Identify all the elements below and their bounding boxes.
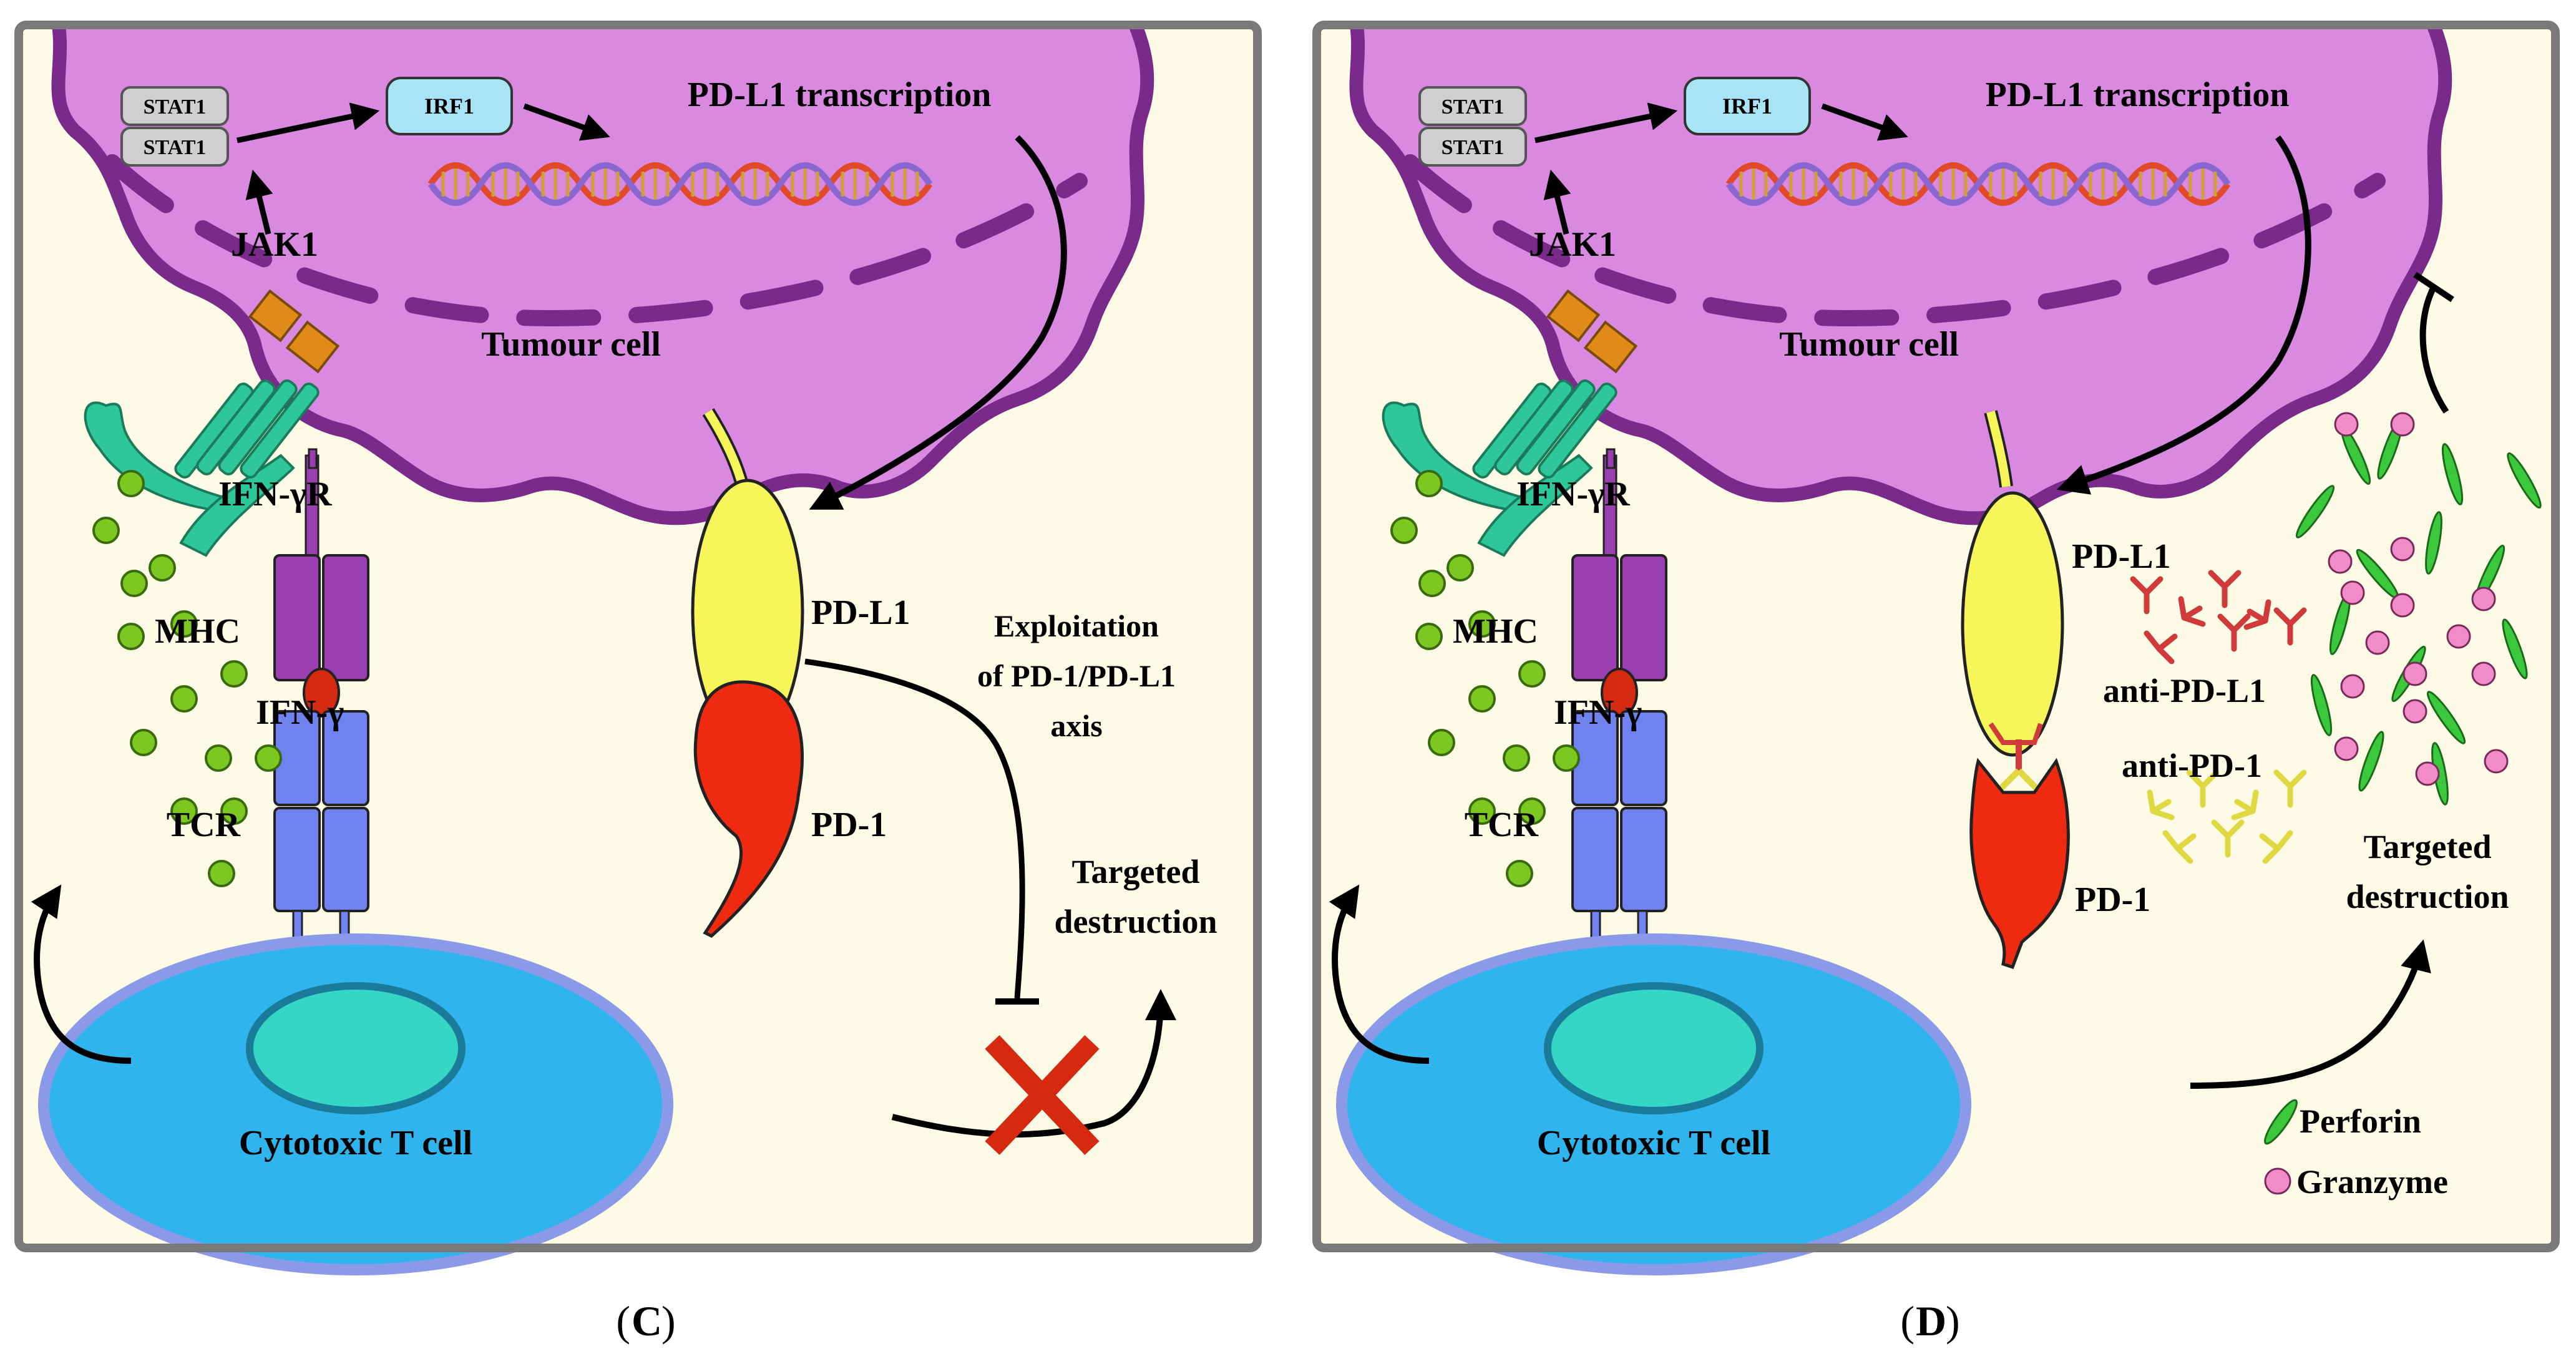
legend-perforin-label: Perforin (2300, 1103, 2421, 1140)
ifn-gamma-r-label: IFN-γR (1516, 475, 1630, 514)
anti-pd-l1-antibodies (2130, 570, 2307, 665)
ifn-gamma-label: IFN-γ (256, 693, 344, 732)
targeted-destruction-line1: Targeted (2364, 828, 2492, 865)
pd-l1-label: PD-L1 (2072, 537, 2171, 576)
targeted-destruction-line1: Targeted (1072, 853, 1200, 890)
perforin-legend-icon (2264, 1099, 2298, 1145)
targeted-destruction-line2: destruction (1055, 903, 1217, 940)
exploitation-label-line1: Exploitation (994, 608, 1159, 643)
targeted-destruction-line2: destruction (2346, 878, 2509, 915)
anti-pd-1-label: anti-PD-1 (2122, 747, 2262, 784)
stat1-label-bottom: STAT1 (144, 136, 207, 159)
anti-pd-1-antibodies (2147, 769, 2307, 864)
caption-d-close: ) (1946, 1297, 1960, 1345)
pd-l1-transcription-label: PD-L1 transcription (688, 76, 992, 114)
pd-l1-molecule (1961, 410, 2064, 757)
panel-frame (14, 21, 1262, 1252)
panel-frame (1312, 21, 2560, 1252)
inhibition-bar-icon (2413, 271, 2454, 303)
ifn-gamma-r-label: IFN-γR (218, 475, 332, 514)
exploitation-label-line2: of PD-1/PD-L1 (977, 658, 1176, 693)
pd-1-molecule (693, 680, 804, 938)
jak1-label: JAK1 (1529, 225, 1616, 264)
stat1-label-bottom: STAT1 (1442, 136, 1505, 159)
caption-d-open: ( (1900, 1297, 1915, 1345)
pd-l1-transcription-label: PD-L1 transcription (1986, 76, 2290, 114)
caption-c-open: ( (616, 1297, 630, 1345)
pd-l1-label: PD-L1 (811, 593, 910, 632)
mhc-label: MHC (1453, 612, 1538, 651)
pd-1-molecule (1969, 757, 2070, 970)
red-x-icon (985, 1035, 1100, 1155)
mhc-label: MHC (155, 612, 240, 651)
irf1-label: IRF1 (1722, 94, 1772, 119)
bound-antibody (1998, 739, 2040, 792)
exploitation-label-line3: axis (1050, 708, 1102, 743)
tcr-label: TCR (1465, 806, 1539, 844)
caption-c-close: ) (661, 1297, 676, 1345)
panel-d-caption: ( D ) (1900, 1297, 1959, 1345)
jak1-label: JAK1 (231, 225, 318, 264)
legend-granzyme-label: Granzyme (2296, 1163, 2448, 1201)
pd-1-label: PD-1 (2075, 880, 2150, 919)
panel-d: STAT1 STAT1 IRF1 PD-L1 transcription JAK… (1317, 12, 2555, 1270)
irf1-label: IRF1 (424, 94, 474, 119)
tcr-label: TCR (167, 806, 241, 844)
anti-pd-l1-label: anti-PD-L1 (2103, 672, 2266, 709)
tumour-cell-label: Tumour cell (1779, 325, 1959, 364)
panel-c-caption: ( C ) (616, 1297, 675, 1345)
caption-d-letter: D (1916, 1297, 1946, 1345)
pd-1-label: PD-1 (811, 806, 887, 844)
panel-c: STAT1 STAT1 IRF1 PD-L1 transcription JAK… (19, 12, 1257, 1270)
stat1-label-top: STAT1 (144, 95, 207, 119)
granzyme-cluster (2328, 412, 2509, 786)
ifn-gamma-label: IFN-γ (1554, 693, 1642, 732)
granzyme-legend-icon (2264, 1167, 2291, 1195)
stat1-label-top: STAT1 (1442, 95, 1505, 119)
cytotoxic-t-cell-label: Cytotoxic T cell (1537, 1124, 1770, 1162)
pd-l1-molecule (691, 408, 804, 744)
caption-c-letter: C (632, 1297, 662, 1345)
tumour-cell-label: Tumour cell (481, 325, 661, 364)
cytotoxic-t-cell-label: Cytotoxic T cell (239, 1124, 472, 1162)
